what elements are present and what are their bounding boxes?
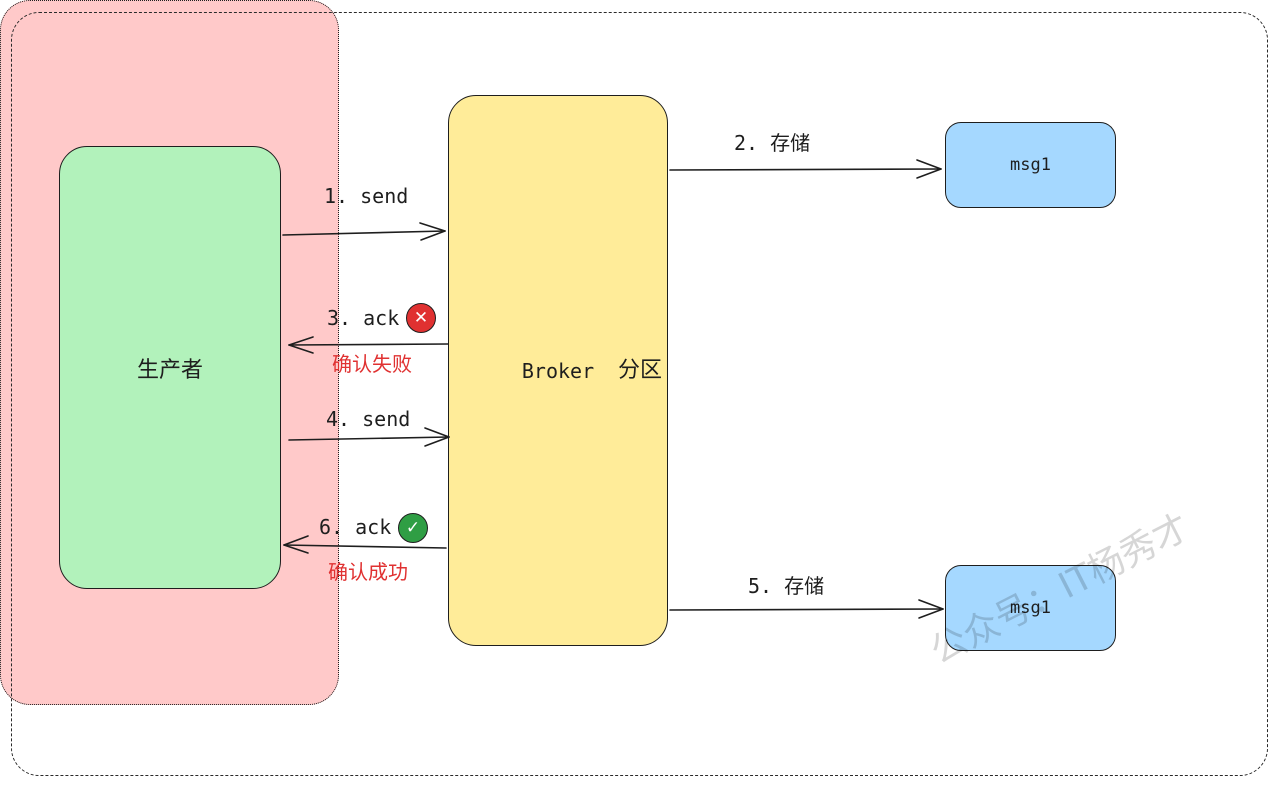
broker-node: Broker — [448, 95, 668, 646]
arrow-store-2 — [669, 159, 942, 179]
message-box-bottom: msg1 — [945, 565, 1116, 651]
producer-label: 生产者 — [136, 357, 203, 383]
cross-icon: ✕ — [406, 303, 436, 333]
edge-note-fail: 确认失败 — [332, 352, 412, 376]
edge-label-send-4: 4. send — [326, 407, 411, 431]
check-icon: ✓ — [398, 513, 428, 543]
message-label-bottom: msg1 — [1010, 598, 1051, 618]
producer-node: 生产者 — [59, 146, 281, 589]
broker-label: Broker — [521, 358, 595, 383]
edge-label-send-1: 1. send — [324, 184, 409, 208]
message-box-top: msg1 — [945, 122, 1116, 208]
arrow-ack-3 — [288, 336, 449, 354]
arrow-store-5 — [669, 599, 944, 619]
partition-label: 分区 — [617, 358, 662, 383]
edge-label-store-2: 2. 存储 — [734, 131, 811, 155]
arrow-send-4 — [288, 427, 450, 447]
edge-note-success: 确认成功 — [328, 560, 408, 584]
diagram-frame — [11, 12, 1268, 776]
arrow-ack-6 — [283, 535, 447, 554]
arrow-send-1 — [282, 222, 446, 241]
edge-label-ack-6: 6. ack — [319, 515, 392, 539]
edge-label-ack-3: 3. ack — [327, 306, 400, 330]
message-label-top: msg1 — [1010, 155, 1051, 175]
edge-label-store-5: 5. 存储 — [748, 574, 825, 598]
